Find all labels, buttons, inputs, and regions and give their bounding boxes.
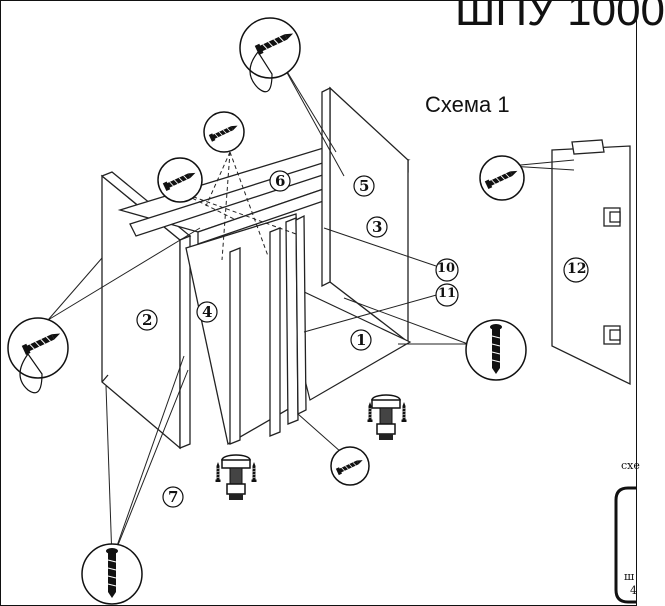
corner-frame [614,486,637,604]
adjustable-leg-icon [215,454,257,501]
part-label-10: 10 [437,261,456,276]
dowel-icon [81,543,143,605]
hinge-icon [609,211,621,341]
part-number-markers [136,170,589,508]
screw-icon [157,157,203,203]
screw-icon [330,446,370,486]
dowel-icon [465,319,527,381]
scheme-label: Схема 1 [425,92,510,117]
vertical-strips [229,214,307,445]
part-label-7: 7 [168,488,179,506]
part-label-11: 11 [438,286,457,301]
right-side-panel [321,86,409,344]
part-label-5: 5 [359,177,370,195]
door-panel [551,139,631,386]
part-label-6: 6 [275,172,286,190]
screw-with-key-icon [7,317,69,394]
part-label-1: 1 [356,331,367,349]
screw-icon [479,155,525,201]
leader-lines [47,59,575,561]
diagram-canvas [0,0,637,606]
adjustable-leg-icon [367,394,407,441]
corner-text-line3: 4 [630,584,637,597]
part-label-2: 2 [142,311,153,329]
corner-text-line1: схе [621,459,640,472]
corner-text-line2: ш [624,570,635,583]
screw-icon [203,111,245,153]
part-label-4: 4 [202,303,213,321]
part-label-3: 3 [372,218,383,236]
part-label-12: 12 [567,261,587,277]
screw-with-key-icon [239,17,301,93]
product-title: ШПУ 1000 [455,0,665,35]
